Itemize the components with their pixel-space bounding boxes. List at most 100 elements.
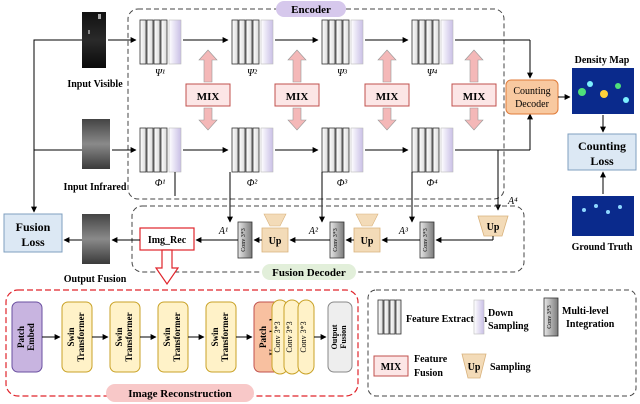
mix-label-4: MIX [463,91,486,103]
counting-loss-label-1: Counting [578,139,626,153]
legend-down-sampling-icon [473,299,485,335]
mix-label-3: MIX [376,91,399,103]
a2-label: A² [308,226,319,237]
input-visible-image [82,12,106,68]
fusion-decoder-title-badge [262,264,356,280]
infrared-stage-4 [411,127,454,173]
conv-label-2: Conv 3*3 [333,228,339,252]
recon-conv-label-3: Conv 3*3 [299,321,308,352]
gt-point-2 [594,204,598,208]
patch-unembed-l1: Patch [258,326,268,348]
up-label-2: Up [269,236,282,247]
a3-label: A³ [398,226,409,237]
legend-region [367,289,637,397]
psi-3-label: Ψ³ [337,68,348,79]
recon-swin-4: SwinTransformer [205,301,237,373]
swin-4-l1: Swin [210,327,220,346]
density-blob-5 [623,97,629,103]
recon-conv-stack: Conv 3*3 Conv 3*3 Conv 3*3 [271,299,315,375]
gt-point-1 [582,208,586,212]
legend-multi-level-1: Multi-level [562,306,609,317]
counting-loss-label-2: Loss [590,154,614,168]
fusion-loss-box [3,213,63,253]
fusion-loss-label-1: Fusion [16,220,51,234]
recon-swin-2: SwinTransformer [109,301,141,373]
swin-2-l2: Transformer [124,312,134,361]
legend-conv-label: Conv 3*3 [547,305,553,329]
legend-up-sampling: Sampling [490,362,531,373]
patch-embed-l1: Patch [16,326,26,348]
conv-label-1: Conv 3*3 [241,228,247,252]
image-reconstruction-title: Image Reconstruction [128,388,232,400]
upsample-2 [261,227,289,253]
swin-3-l2: Transformer [172,312,182,361]
swin-3-l1: Swin [162,327,172,346]
visible-to-loss-line [31,39,82,213]
legend-feature-fusion-2: Fusion [414,368,443,379]
upsample-3 [353,227,381,253]
upsample-3-top [355,213,379,227]
legend-feature-extraction: Feature Extraction [406,314,488,325]
conv-label-3: Conv 3*3 [423,228,429,252]
legend-up-label: Up [468,362,481,373]
upsample-4 [477,215,509,237]
svg-text:SwinTransformer: SwinTransformer [114,312,134,361]
phi-2-label: Φ² [247,178,259,189]
upsample-2-top [263,213,287,227]
image-reconstruction-region [5,289,359,397]
counting-decoder-label-2: Decoder [515,99,550,110]
recon-patch-embed: PatchEmbed [11,301,43,373]
mix-label-1: MIX [197,91,220,103]
encoder-title: Encoder [291,4,331,16]
recon-swin-3: SwinTransformer [157,301,189,373]
feature-stacks [139,19,454,173]
phi-4-label: Φ⁴ [426,178,438,189]
visible-stage-1 [139,19,182,65]
legend-upsample-icon [461,353,487,379]
infrared-stage-1 [139,127,182,173]
swin-2-l1: Swin [114,327,124,346]
density-blob-3 [600,90,608,98]
swin-1-l2: Transformer [76,312,86,361]
ground-truth-image [572,196,634,236]
recon-output-fusion: OutputFusion [327,301,353,373]
svg-text:SwinTransformer: SwinTransformer [66,312,86,361]
svg-text:SwinTransformer: SwinTransformer [162,312,182,361]
image-reconstruction-title-badge [106,384,254,402]
legend-mix-icon [373,355,409,377]
img-rec-label: Img_Rec [148,235,187,246]
legend-feature-extraction-icon [377,299,402,335]
density-blob-1 [578,88,586,96]
fusion-decoder-title: Fusion Decoder [272,267,346,279]
recon-output-l2: Fusion [339,325,348,349]
psi-4-label: Ψ⁴ [427,68,438,79]
conv-block-1: Conv 3*3 [237,221,253,259]
recon-conv-label-1: Conv 3*3 [273,321,282,352]
ground-truth-label: Ground Truth [572,242,633,253]
mix-block-2: MIX [274,49,320,131]
legend-down-sampling-2: Sampling [488,321,529,332]
legend-feature-fusion-1: Feature [414,354,448,365]
density-map-title: Density Map [575,55,630,66]
encoder-title-badge [276,1,346,17]
psi-1-label: Ψ¹ [155,68,165,79]
fusion-loss-label-2: Loss [21,235,45,249]
visible-light-2 [88,30,90,34]
svg-text:SwinTransformer: SwinTransformer [210,312,230,361]
mix-block-3: MIX [364,49,410,131]
conv-block-2: Conv 3*3 [329,221,345,259]
legend-multi-level-2: Integration [566,319,615,330]
infrared-stage-2 [231,127,274,173]
recon-output-l1: Output [330,324,339,349]
a1-label: A¹ [218,226,228,237]
svg-text:OutputFusion: OutputFusion [330,324,348,349]
a4-label: A⁴ [507,196,518,207]
mix-block-4: MIX [451,49,497,131]
conv-block-3: Conv 3*3 [419,221,435,259]
phi-3-label: Φ³ [337,178,349,189]
visible-stage-4 [411,19,454,65]
legend-mix-label: MIX [381,362,402,373]
swin-1-l1: Swin [66,327,76,346]
legend-conv-icon: Conv 3*3 [543,297,559,337]
